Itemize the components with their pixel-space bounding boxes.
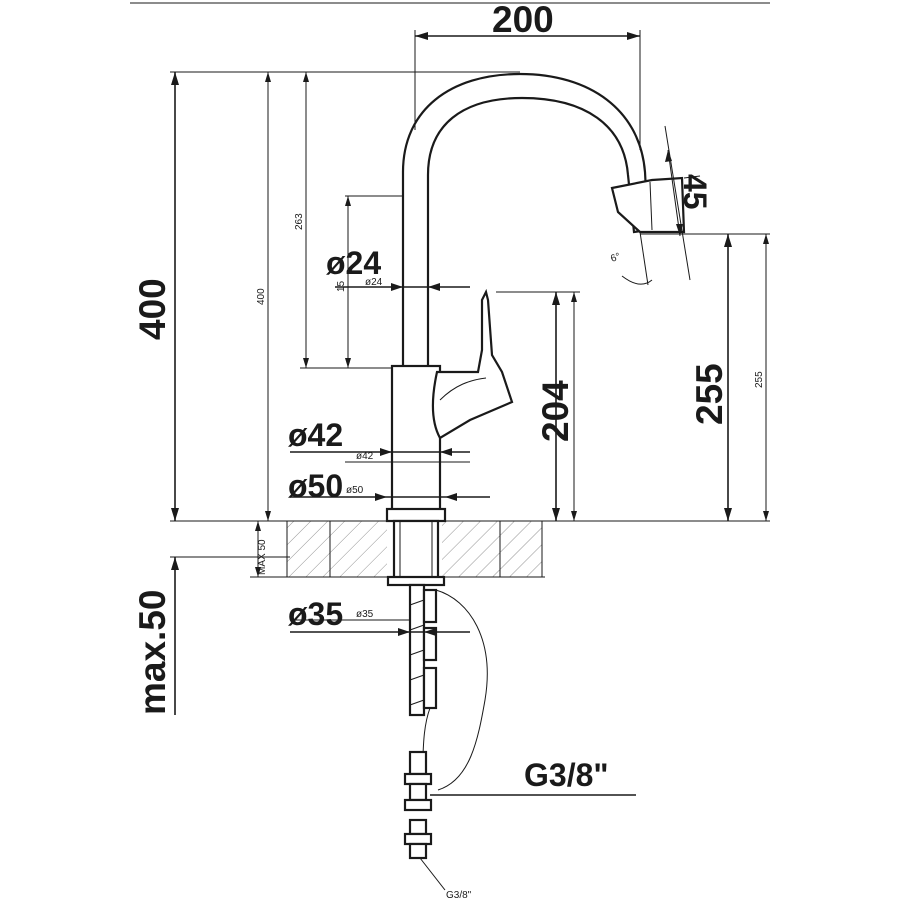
- dim-spout-offset-small: 15: [336, 280, 347, 292]
- faucet-outline: [385, 72, 686, 860]
- dim-head-size: 45: [677, 174, 713, 210]
- dim-spout-diameter: ø24: [326, 245, 381, 281]
- dim-tilt-angle: 6°: [609, 251, 622, 265]
- dim-shank-diameter: ø35: [288, 596, 343, 632]
- dim-spout-height-small: 263: [294, 213, 305, 230]
- dimension-lines: [170, 30, 770, 891]
- dim-base-diameter: ø50: [288, 468, 343, 504]
- dim-connection-small: G3/8": [446, 890, 472, 900]
- dim-outlet-height-small: 255: [754, 371, 765, 388]
- countertop-section: [170, 520, 770, 578]
- dim-handle-height: 204: [535, 380, 576, 442]
- dim-body-diameter: ø42: [288, 417, 343, 453]
- dim-outlet-height: 255: [689, 363, 730, 425]
- dim-spout-diameter-small: ø24: [365, 277, 383, 288]
- dim-total-height-small: 400: [256, 288, 267, 305]
- dim-deck-thickness: max.50: [132, 590, 173, 716]
- dim-spout-reach: 200: [492, 0, 554, 40]
- dim-body-diameter-small: ø42: [356, 451, 374, 462]
- dim-connection: G3/8": [524, 757, 609, 793]
- dim-total-height: 400: [132, 278, 173, 340]
- dim-deck-thickness-small: MAX 50: [257, 539, 268, 575]
- dim-shank-diameter-small: ø35: [356, 609, 374, 620]
- dim-base-diameter-small: ø50: [346, 485, 364, 496]
